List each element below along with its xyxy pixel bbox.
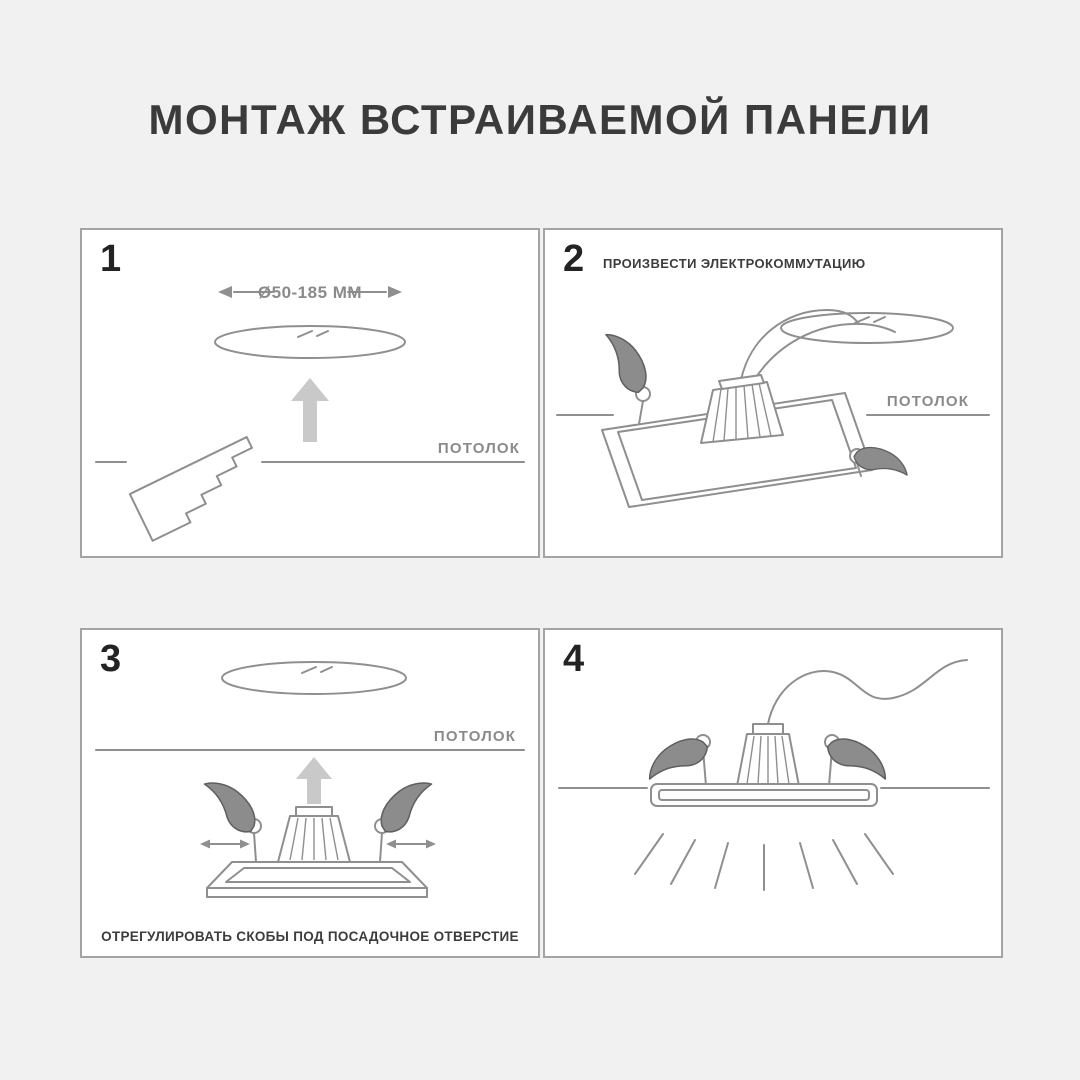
driver-hatch [712, 382, 772, 443]
spring-clip-left [605, 333, 651, 425]
ceiling: ПОТОЛОК [556, 393, 990, 416]
clip-blade [380, 782, 433, 833]
dimension-arrowhead-left-icon [218, 286, 232, 298]
clip-blade [605, 333, 647, 394]
disk-shine-marks [301, 666, 333, 674]
driver-box [700, 374, 784, 444]
panel-slab [206, 861, 428, 898]
adjust-arrows-right [386, 839, 436, 849]
light-ray [670, 839, 696, 885]
wires [740, 309, 896, 383]
step-panel-1: 1 Ø50-185 ММ ПОТОЛОК [80, 228, 540, 558]
slab-front-face [206, 887, 428, 898]
adjust-arrowhead-left-icon [200, 839, 210, 849]
spring-clip-right [849, 446, 908, 477]
ceiling-label: ПОТОЛОК [887, 393, 969, 410]
installed-panel-slab [650, 783, 878, 807]
spring-clip-right [824, 734, 887, 787]
slab-inner [658, 789, 870, 801]
diameter-label: Ø50-185 ММ [258, 283, 362, 302]
step3-illustration: ПОТОЛОК [95, 661, 525, 898]
spring-clip-left [648, 734, 711, 787]
disk-body [780, 312, 954, 344]
driver-cap [752, 723, 784, 735]
adjust-arrows-left [200, 839, 250, 849]
adjust-arrowhead-right-icon [426, 839, 436, 849]
step1-illustration: Ø50-185 ММ ПОТОЛОК [95, 283, 525, 542]
step2-illustration: ПОТОЛОК [556, 309, 990, 508]
ceiling-cutout-piece [128, 436, 253, 542]
up-arrow-icon [296, 757, 332, 804]
page-title: МОНТАЖ ВСТРАИВАЕМОЙ ПАНЕЛИ [148, 96, 932, 143]
driver-hatch [289, 817, 339, 861]
ceiling-label: ПОТОЛОК [434, 728, 516, 745]
adjust-arrowhead-right-icon [240, 839, 250, 849]
clip-blade [853, 446, 908, 476]
disk-body [214, 325, 406, 359]
wire-1 [740, 309, 860, 381]
step-number: 1 [100, 238, 122, 280]
slab-frame-inner [225, 867, 411, 883]
driver-hatch [746, 735, 790, 785]
steps-grid: 1 Ø50-185 ММ ПОТОЛОК [80, 228, 1003, 958]
cutout-sawtooth [128, 436, 253, 542]
clip-post [856, 462, 862, 477]
step3-caption: ОТРЕГУЛИРОВАТЬ СКОБЫ ПОД ПОСАДОЧНОЕ ОТВЕ… [101, 929, 519, 944]
clip-post [379, 832, 383, 863]
clip-blade [648, 738, 709, 780]
light-ray [832, 839, 858, 885]
spring-clip-left [203, 782, 262, 863]
power-wire [767, 659, 968, 725]
step-number: 4 [563, 638, 585, 680]
driver-cap [295, 806, 333, 817]
dimension-arrowhead-right-icon [388, 286, 402, 298]
led-panel-disk [214, 325, 406, 359]
step-panel-4: 4 [543, 628, 1003, 958]
clip-blade [203, 782, 256, 833]
slab-top-face [206, 861, 428, 889]
ceiling-label: ПОТОЛОК [438, 440, 520, 457]
step-panel-2: 2 ПРОИЗВЕСТИ ЭЛЕКТРОКОММУТАЦИЮ ПОТОЛОК [543, 228, 1003, 558]
ceiling: ПОТОЛОК [95, 728, 525, 751]
light-rays [634, 833, 894, 891]
ceiling: ПОТОЛОК [95, 440, 525, 463]
driver-box [736, 723, 800, 787]
disk-body [221, 661, 407, 695]
spring-clip-right [374, 782, 433, 863]
light-ray [634, 833, 664, 875]
step-number: 3 [100, 638, 122, 680]
step-number: 2 [563, 238, 585, 280]
driver-box [277, 806, 351, 863]
light-ray [864, 833, 894, 875]
step2-caption: ПРОИЗВЕСТИ ЭЛЕКТРОКОММУТАЦИЮ [603, 256, 866, 271]
step-panel-3: 3 ПОТОЛОК [80, 628, 540, 958]
wire-2 [752, 322, 896, 383]
slab-outer [650, 783, 878, 807]
clip-blade [826, 738, 887, 780]
adjust-arrowhead-left-icon [386, 839, 396, 849]
diameter-dimension: Ø50-185 ММ [218, 283, 402, 302]
led-panel-disk [780, 312, 954, 344]
disk-shine-marks [297, 330, 329, 338]
light-ray [714, 842, 729, 889]
light-ray [799, 842, 814, 889]
up-arrow-icon [291, 378, 329, 442]
step4-illustration [558, 659, 990, 891]
clip-post [638, 400, 644, 425]
led-panel-disk [221, 661, 407, 695]
driver-cap [718, 374, 765, 390]
clip-post [253, 832, 257, 863]
